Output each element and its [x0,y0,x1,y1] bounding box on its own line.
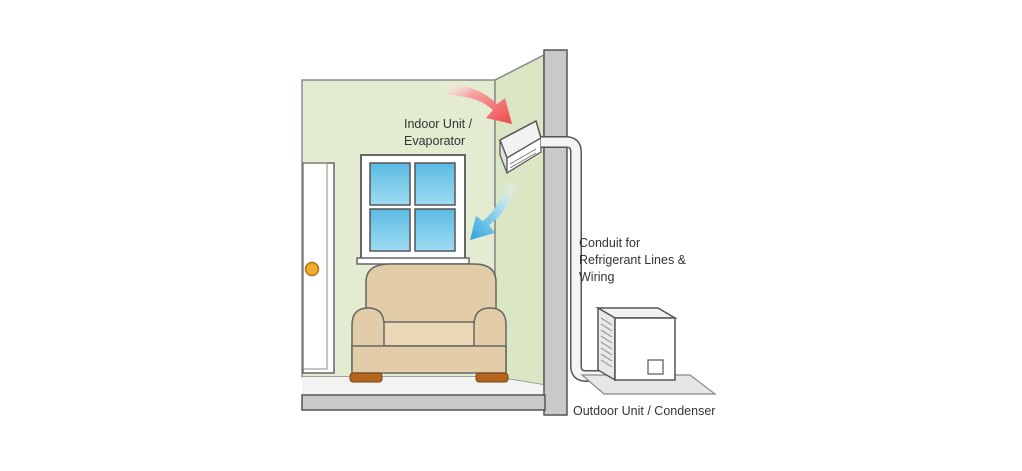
window-pane-bl [369,208,411,252]
window-pane-tl [369,162,411,206]
conduit-label-line-2: Refrigerant Lines & [579,253,687,267]
conduit-label-line-1: Conduit for [579,236,641,250]
indoor-unit-label-line-2: Evaporator [404,134,466,148]
sofa [349,263,509,383]
indoor-unit-label-line-1: Indoor Unit / [404,117,473,131]
door-frame [302,162,328,370]
window-sill [356,257,470,265]
window-pane-br [414,208,456,252]
cool-air-arrow-icon [470,182,519,240]
warm-air-arrow-icon [443,82,512,124]
outdoor-unit-label-text: Outdoor Unit / Condenser [573,404,716,418]
sofa-base [351,345,507,374]
outdoor-unit [595,306,678,382]
door-knob [304,261,320,277]
window-pane-tr [414,162,456,206]
sofa-foot-right [475,372,509,383]
sofa-back [365,263,497,331]
conduit-label-line-3: Wiring [579,270,615,284]
exterior-wall [543,49,568,416]
outdoor-unit-label: Outdoor Unit / Condenser [573,403,715,420]
conduit-label: Conduit for Refrigerant Lines & Wiring [579,235,686,286]
sofa-foot-left [349,372,383,383]
ground-slab [301,394,546,411]
indoor-unit-label: Indoor Unit / Evaporator [404,116,472,150]
